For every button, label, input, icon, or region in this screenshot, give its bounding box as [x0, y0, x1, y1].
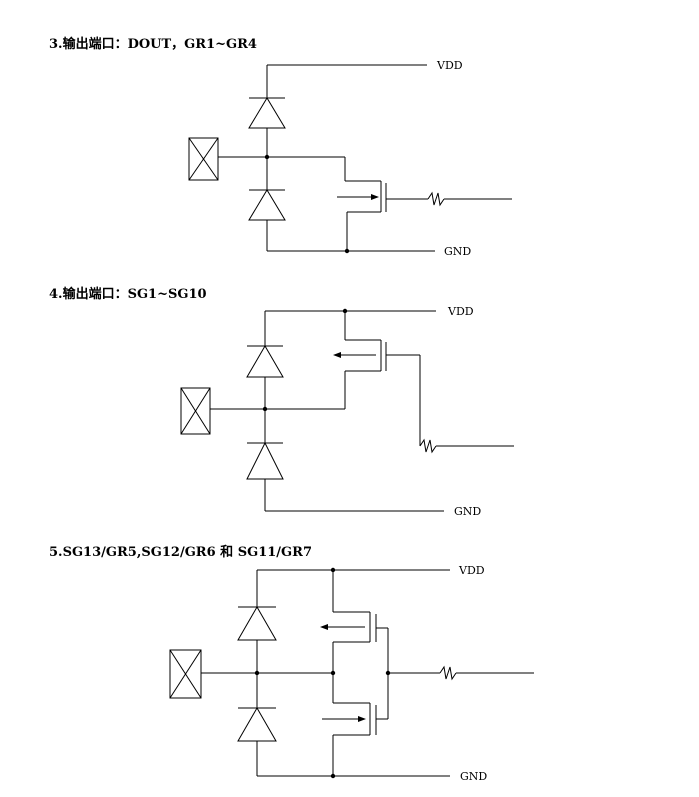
break-icon — [427, 191, 445, 207]
lower-diode-icon — [246, 441, 284, 480]
gnd-label: GND — [444, 245, 471, 258]
pmos-transistor-icon — [320, 570, 377, 673]
gnd-label: GND — [460, 770, 487, 783]
section-3-title: 3.输出端口：DOUT，GR1~GR4 — [49, 37, 257, 52]
gnd-label: GND — [454, 505, 481, 518]
vdd-label: VDD — [447, 305, 474, 318]
nmos-transistor-icon — [322, 673, 377, 776]
break-icon — [419, 438, 437, 454]
break-icon — [439, 665, 457, 681]
sg-gr-output-port-schematic: VDD GND — [169, 564, 534, 783]
vdd-label: VDD — [436, 59, 463, 72]
pmos-transistor-icon — [333, 311, 387, 409]
upper-diode-icon — [248, 97, 286, 129]
upper-diode-icon — [237, 605, 277, 641]
upper-diode-icon — [246, 345, 284, 378]
section-5-title: 5.SG13/GR5,SG12/GR6 和 SG11/GR7 — [49, 545, 312, 560]
sg-output-port-schematic: VDD GND — [180, 305, 514, 518]
lower-diode-icon — [237, 706, 277, 742]
vdd-label: VDD — [458, 564, 485, 577]
lower-diode-icon — [248, 189, 286, 221]
pad-icon — [180, 387, 211, 435]
section-4-title: 4.输出端口：SG1~SG10 — [49, 287, 207, 302]
pad-icon — [169, 649, 202, 699]
pad-icon — [188, 137, 219, 181]
dout-output-port-schematic: VDD GND — [188, 59, 512, 258]
nmos-transistor-icon — [337, 157, 387, 251]
